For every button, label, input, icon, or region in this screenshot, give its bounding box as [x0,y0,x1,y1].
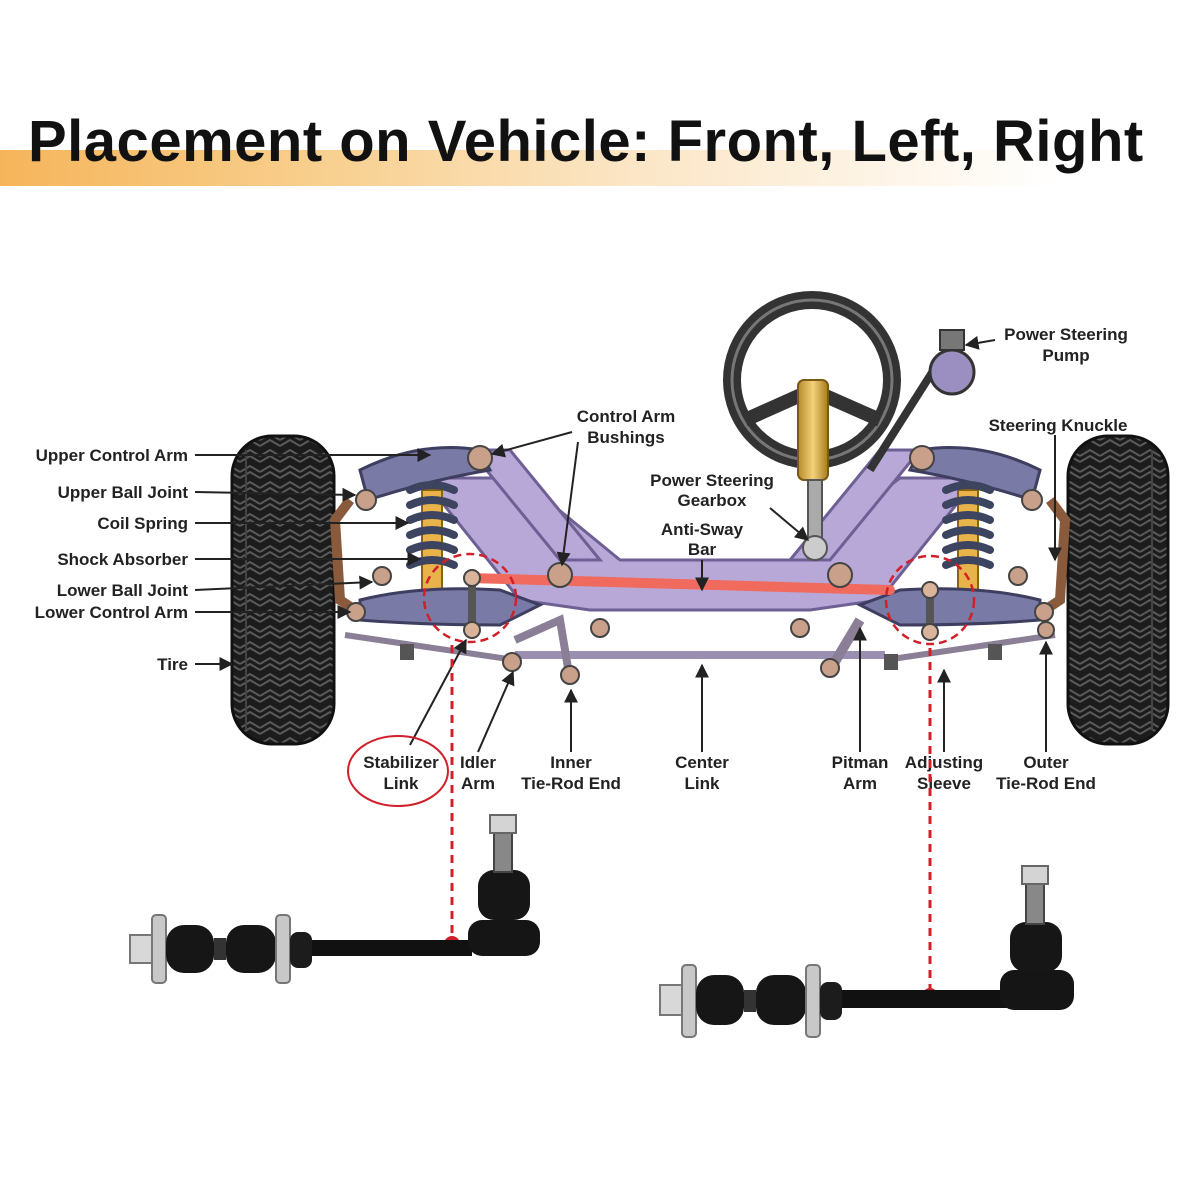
left-tie-rod [344,632,516,663]
label-stabilizer-link-line1: Stabilizer [363,753,439,772]
right-upper-control-arm [907,445,1043,511]
top-labels: Control Arm Bushings Power Steering Gear… [577,325,1128,559]
right-tie-rod [884,632,1056,663]
label-power-steering-pump-line2: Pump [1042,346,1089,365]
stabilizer-link-label-highlight [347,735,449,807]
label-upper-control-arm: Upper Control Arm [36,446,188,465]
label-steering-knuckle: Steering Knuckle [989,416,1128,435]
left-lower-control-arm [346,566,544,627]
idler-arm-pivot [560,665,580,685]
power-steering-pump [866,329,976,473]
left-steering-knuckle [329,497,361,617]
label-shock-absorber: Shock Absorber [57,550,188,569]
label-anti-sway-bar-line1: Anti-Sway [661,520,744,539]
idler-arm [513,614,574,681]
anti-sway-bar [465,573,895,595]
label-adjusting-sleeve-line2: Sleeve [917,774,971,793]
bottom-callouts [409,626,1053,753]
label-outer-tie-rod-end-line1: Outer [1023,753,1069,772]
label-adjusting-sleeve-line1: Adjusting [905,753,983,772]
label-center-link-line2: Link [685,774,720,793]
label-anti-sway-bar-line2: Bar [688,540,717,559]
right-tire [1066,434,1170,746]
left-sway-bar-link-product [129,814,540,984]
right-link-highlight-circle [884,554,976,646]
label-power-steering-pump-line1: Power Steering [1004,325,1128,344]
top-callouts [490,335,1062,592]
label-center-link-line1: Center [675,753,729,772]
right-frame-bushing [790,618,810,638]
label-control-arm-bushings-line2: Bushings [587,428,664,447]
label-tire: Tire [157,655,188,674]
label-stabilizer-link-line2: Link [384,774,419,793]
label-inner-tie-rod-end-line2: Tie-Rod End [521,774,621,793]
right-outer-sleeve [988,644,1002,660]
label-power-steering-gearbox-line2: Gearbox [678,491,748,510]
label-upper-ball-joint: Upper Ball Joint [58,483,189,502]
right-sway-bar-link-product [659,865,1074,1038]
label-inner-tie-rod-end-line1: Inner [550,753,592,772]
label-control-arm-bushings-line1: Control Arm [577,407,676,426]
label-pitman-arm-line2: Arm [843,774,877,793]
steering-wheel [723,291,901,561]
left-coil-spring [406,481,458,569]
steering-linkage [344,614,1056,685]
left-stabilizer-link-in-diagram [463,569,481,639]
label-pitman-arm-line1: Pitman [832,753,889,772]
right-coil-spring [942,481,994,569]
page-title: Placement on Vehicle: Front, Left, Right [28,109,1144,174]
right-stabilizer-link-in-diagram [921,581,939,641]
label-power-steering-gearbox-line1: Power Steering [650,471,774,490]
left-shock-absorber [421,489,443,591]
left-adjusting-sleeve [400,644,414,660]
left-inner-tie-rod-end [502,652,522,672]
left-link-highlight-circle [422,552,518,644]
label-coil-spring: Coil Spring [97,514,188,533]
left-callouts [194,448,432,671]
right-outer-tie-rod-end [1037,621,1055,639]
bottom-labels: Stabilizer Link Idler Arm Inner Tie-Rod … [363,753,1096,793]
left-tire [230,434,336,746]
right-steering-knuckle [1039,497,1071,617]
left-control-arm-bushing [547,562,573,588]
label-idler-arm-line2: Arm [461,774,495,793]
label-outer-tie-rod-end-line2: Tie-Rod End [996,774,1096,793]
pitman-arm-pivot [820,658,840,678]
right-control-arm-bushing [827,562,853,588]
left-frame-bushing [590,618,610,638]
right-lower-control-arm [856,566,1054,627]
label-lower-ball-joint: Lower Ball Joint [57,581,189,600]
title-highlight-band [0,150,1060,186]
right-shock-absorber [957,489,979,591]
label-lower-control-arm: Lower Control Arm [35,603,188,622]
label-idler-arm-line1: Idler [460,753,496,772]
right-adjusting-sleeve [884,654,898,670]
left-labels: Upper Control Arm Upper Ball Joint Coil … [35,446,189,674]
